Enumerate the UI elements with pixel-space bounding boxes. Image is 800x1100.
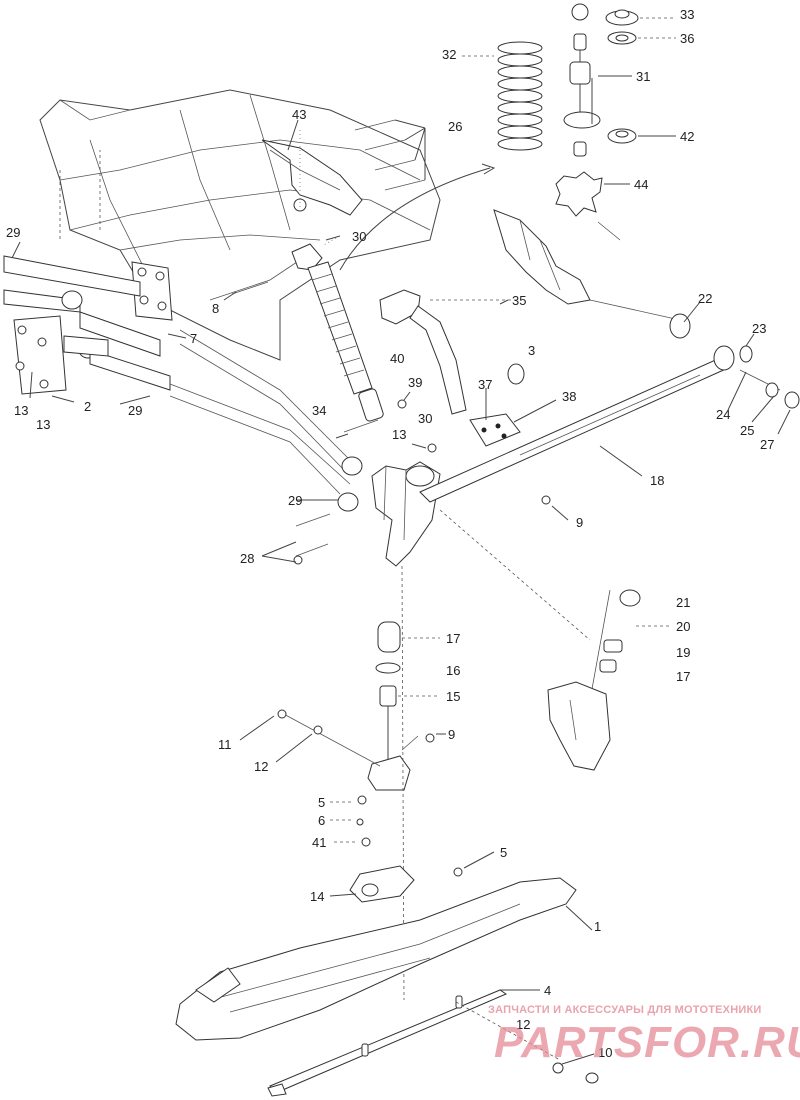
callout-12-left: 12 bbox=[254, 759, 269, 774]
callout-17-right: 17 bbox=[676, 669, 691, 684]
shock-absorber-31 bbox=[563, 3, 601, 157]
callout-23: 23 bbox=[752, 321, 767, 336]
ski-leg bbox=[367, 706, 419, 791]
front-shock bbox=[291, 235, 384, 422]
callout-13-left-a: 13 bbox=[14, 403, 29, 418]
callout-44: 44 bbox=[634, 177, 649, 192]
callout-30-lower: 30 bbox=[418, 411, 433, 426]
callout-30: 30 bbox=[352, 229, 367, 244]
callout-35: 35 bbox=[512, 293, 527, 308]
callout-41: 41 bbox=[312, 835, 327, 850]
spindle-knuckle bbox=[371, 461, 441, 567]
axis-line-diagonal bbox=[439, 509, 591, 641]
callout-38: 38 bbox=[562, 389, 577, 404]
partsfor-watermark: ЗАПЧАСТИ И АКСЕССУАРЫ ДЛЯ МОТОТЕХНИКИ PA… bbox=[488, 1004, 800, 1084]
bolt-11-12 bbox=[279, 711, 381, 767]
bracket-43 bbox=[261, 130, 363, 216]
callout-17-center: 17 bbox=[446, 631, 461, 646]
callout-9-upper: 9 bbox=[576, 515, 584, 530]
bolt-stack-right bbox=[739, 345, 800, 409]
washer-16 bbox=[375, 662, 401, 674]
steering-column bbox=[493, 209, 691, 339]
watermark-tagline: ЗАПЧАСТИ И АКСЕССУАРЫ ДЛЯ МОТОТЕХНИКИ bbox=[488, 1004, 762, 1016]
callout-36: 36 bbox=[680, 31, 695, 46]
rods-29 bbox=[3, 255, 363, 512]
callout-18: 18 bbox=[650, 473, 665, 488]
watermark-logo: PARTSFOR.RU bbox=[494, 1018, 800, 1067]
callout-2: 2 bbox=[84, 399, 92, 414]
chassis-frame bbox=[39, 89, 441, 361]
callout-27: 27 bbox=[760, 437, 775, 452]
callout-13-center: 13 bbox=[392, 427, 407, 442]
callout-37: 37 bbox=[478, 377, 493, 392]
callout-10: 10 bbox=[598, 1045, 613, 1060]
callout-9-lower: 9 bbox=[448, 727, 456, 742]
callout-8: 8 bbox=[212, 301, 220, 316]
steering-arm-40 bbox=[379, 289, 525, 415]
callout-24: 24 bbox=[716, 407, 731, 422]
callout-29: 29 bbox=[6, 225, 21, 240]
callout-25: 25 bbox=[740, 423, 755, 438]
callout-43: 43 bbox=[292, 107, 307, 122]
callout-7: 7 bbox=[190, 331, 198, 346]
callout-33: 33 bbox=[680, 7, 695, 22]
callout-15: 15 bbox=[446, 689, 461, 704]
mount-plate-7 bbox=[131, 261, 173, 321]
bolts-26 bbox=[354, 119, 426, 191]
bushing-15 bbox=[379, 685, 397, 707]
callout-5-right: 5 bbox=[500, 845, 508, 860]
callout-39: 39 bbox=[408, 375, 423, 390]
washer-36 bbox=[607, 31, 637, 45]
callout-29-mid: 29 bbox=[128, 403, 143, 418]
coil-spring-32 bbox=[497, 41, 543, 151]
tie-rod-18 bbox=[419, 345, 735, 503]
bracket-2 bbox=[13, 315, 67, 395]
callout-32: 32 bbox=[442, 47, 457, 62]
arrow-to-spring bbox=[339, 167, 491, 271]
fasteners bbox=[231, 281, 551, 877]
callout-12-lower: 12 bbox=[516, 1017, 531, 1032]
washer-33 bbox=[605, 9, 639, 26]
washer-42 bbox=[607, 128, 637, 144]
callout-6: 6 bbox=[318, 813, 326, 828]
callout-11: 11 bbox=[218, 737, 232, 752]
callout-34: 34 bbox=[312, 403, 327, 418]
callout-14: 14 bbox=[310, 889, 325, 904]
leader-lines bbox=[11, 17, 791, 1065]
callout-13-left-b: 13 bbox=[36, 417, 51, 432]
callout-42: 42 bbox=[680, 129, 695, 144]
callout-5-left: 5 bbox=[318, 795, 326, 810]
stopper-44 bbox=[555, 171, 603, 217]
saddle-14 bbox=[349, 865, 415, 903]
callout-16: 16 bbox=[446, 663, 461, 678]
callout-4: 4 bbox=[544, 983, 552, 998]
ski-1 bbox=[175, 877, 577, 1041]
callout-21: 21 bbox=[676, 595, 691, 610]
spacer-17 bbox=[377, 621, 401, 653]
plate-37-38 bbox=[469, 413, 521, 447]
runner-4 bbox=[267, 989, 599, 1097]
callout-40: 40 bbox=[390, 351, 405, 366]
callout-29-lower: 29 bbox=[288, 493, 303, 508]
right-spindle-assembly bbox=[547, 589, 641, 771]
arrow-head bbox=[481, 163, 496, 175]
callout-1: 1 bbox=[594, 919, 602, 934]
callout-31: 31 bbox=[636, 69, 651, 84]
callout-20: 20 bbox=[676, 619, 691, 634]
callout-28: 28 bbox=[240, 551, 255, 566]
callout-26: 26 bbox=[448, 119, 463, 134]
callout-19: 19 bbox=[676, 645, 691, 660]
callout-3: 3 bbox=[528, 343, 536, 358]
callout-22: 22 bbox=[698, 291, 713, 306]
